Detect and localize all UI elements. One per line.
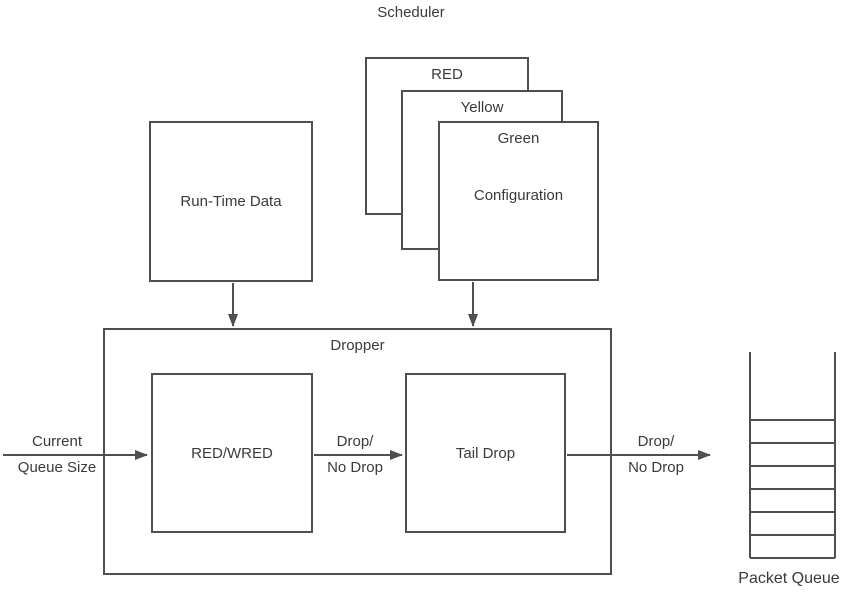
dropper-label: Dropper bbox=[330, 337, 385, 354]
inner-drop-line2: No Drop bbox=[327, 459, 383, 476]
configuration-label: Configuration bbox=[473, 187, 564, 204]
outer-drop-line1: Drop/ bbox=[637, 433, 675, 450]
packet-queue-drawing bbox=[749, 352, 836, 559]
green-configuration-label: Green bbox=[497, 130, 540, 147]
tail-drop-label: Tail Drop bbox=[455, 444, 516, 462]
current-queue-size-label: Current Queue Size bbox=[2, 432, 112, 478]
run-time-data-label: Run-Time Data bbox=[180, 193, 282, 210]
scheduler-label: Scheduler bbox=[377, 4, 445, 21]
outer-drop-line2: No Drop bbox=[628, 459, 684, 476]
inner-drop-no-drop-label: Drop/ No Drop bbox=[305, 432, 405, 478]
packet-queue-label: Packet Queue bbox=[738, 570, 840, 587]
yellow-configuration-label: Yellow bbox=[460, 99, 504, 116]
red-wred-label: RED/WRED bbox=[191, 444, 273, 462]
red-wred-box: RED/WRED bbox=[151, 373, 313, 533]
current-queue-size-line1: Current bbox=[31, 433, 83, 450]
packet-queue-slots bbox=[750, 419, 835, 559]
tail-drop-box: Tail Drop bbox=[405, 373, 566, 533]
inner-drop-line1: Drop/ bbox=[336, 433, 374, 450]
green-configuration-box: Green Configuration bbox=[438, 121, 599, 281]
current-queue-size-line2: Queue Size bbox=[17, 459, 97, 476]
run-time-data-box: Run-Time Data bbox=[149, 121, 313, 282]
outer-drop-no-drop-label: Drop/ No Drop bbox=[606, 432, 706, 478]
red-configuration-label: RED bbox=[431, 66, 463, 83]
